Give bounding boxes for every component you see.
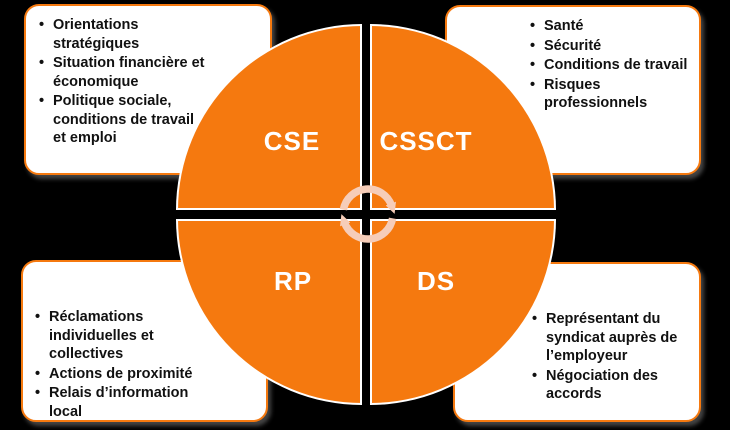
cse-topics-list: Orientations stratégiques Situation fina… [38,16,262,148]
quadrant-label-rp: RP [273,266,313,296]
quadrant-label-cse: CSE [263,126,321,156]
list-item: Réclamations individuelles et collective… [34,308,260,364]
list-item: Actions de proximité [34,365,260,384]
list-item: Politique sociale, conditions de travail… [38,92,262,148]
quadrant-label-ds: DS [416,266,456,296]
list-item: Négociation des accords [531,367,695,404]
list-item: Conditions de travail [529,56,695,75]
rp-topics-list: Réclamations individuelles et collective… [34,308,260,421]
list-item: Situation financière et économique [38,54,262,91]
cycle-arrows-icon [339,185,397,243]
list-item: Représentant du syndicat auprès de l’emp… [531,310,695,366]
list-item: Relais d’information local [34,384,260,421]
cssct-topics-list: Santé Sécurité Conditions de travail Ris… [529,17,695,113]
list-item: Sécurité [529,37,695,56]
quadrant-label-cssct: CSSCT [379,126,473,156]
list-item: Risques professionnels [529,76,695,113]
list-item: Orientations stratégiques [38,16,262,53]
list-item: Santé [529,17,695,36]
ds-topics-list: Représentant du syndicat auprès de l’emp… [531,310,695,404]
